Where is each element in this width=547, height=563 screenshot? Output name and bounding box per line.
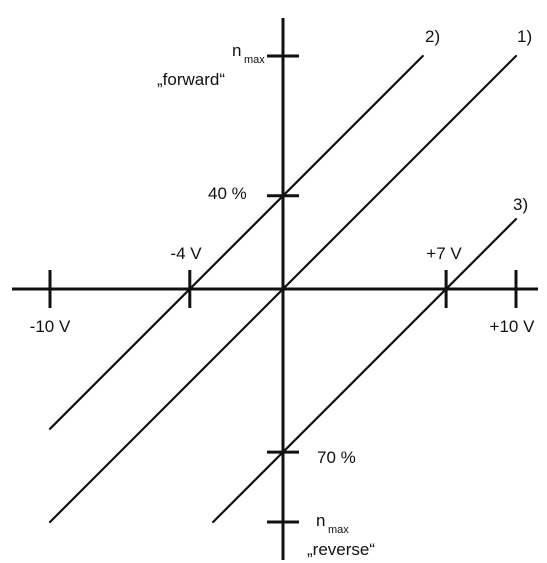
series-line-3 [212, 218, 518, 524]
y-tick-label-40: 40 % [208, 184, 247, 203]
labels: -10 V -4 V +7 V +10 V n max „forward“ 40… [30, 27, 535, 559]
y-tick-label-nmax-forward-sub: max [244, 54, 265, 66]
series-lines [48, 54, 518, 524]
series-label-2: 2) [425, 27, 440, 46]
y-tick-label-nmax-reverse-sub: max [328, 524, 349, 536]
x-tick-label-minus-4: -4 V [170, 244, 202, 263]
y-tick-label-70: 70 % [317, 448, 356, 467]
x-tick-label-minus-10: -10 V [30, 317, 71, 336]
series-label-3: 3) [513, 195, 528, 214]
series-line-2 [48, 54, 424, 430]
y-tick-label-nmax-reverse-text: „reverse“ [307, 540, 375, 559]
x-tick-label-plus-10: +10 V [490, 317, 536, 336]
x-tick-label-plus-7: +7 V [426, 244, 462, 263]
series-line-1 [48, 54, 518, 524]
y-tick-label-nmax-forward-n: n [232, 41, 241, 60]
axes [12, 18, 538, 560]
series-label-1: 1) [517, 27, 532, 46]
y-tick-label-nmax-reverse-n: n [316, 511, 325, 530]
y-tick-label-nmax-forward-text: „forward“ [157, 70, 225, 89]
